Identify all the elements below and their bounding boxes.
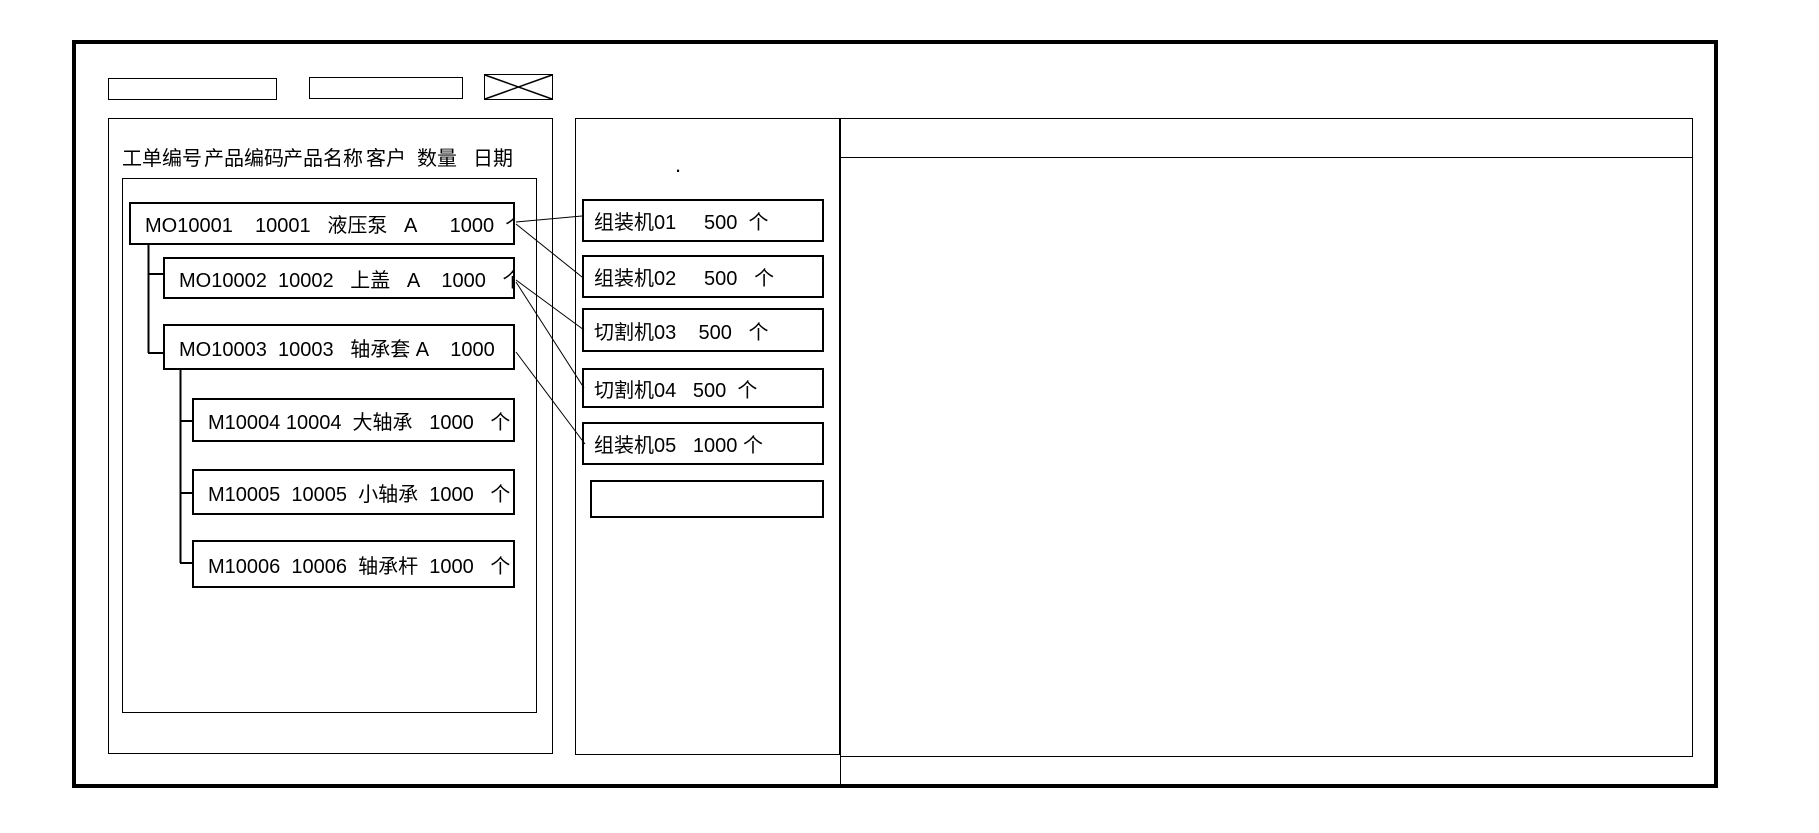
- detail-panel: [840, 118, 1693, 757]
- machine-row-04[interactable]: 切割机04 500 个: [582, 368, 824, 408]
- machine-row-03[interactable]: 切割机03 500 个: [582, 308, 824, 352]
- work-order-row-M10006[interactable]: M10006 10006 轴承杆 1000 个: [192, 540, 515, 588]
- work-order-row-M10004[interactable]: M10004 10004 大轴承 1000 个: [192, 398, 515, 442]
- machine-row-05[interactable]: 组装机05 1000 个: [582, 422, 824, 465]
- work-order-row-MO10002[interactable]: MO10002 10002 上盖 A 1000 个: [163, 257, 515, 299]
- column-header-qty: 数量: [417, 148, 457, 170]
- machine-row-01[interactable]: 组装机01 500 个: [582, 199, 824, 242]
- panel-divider-extension: [840, 757, 841, 788]
- work-order-row-MO10003[interactable]: MO10003 10003 轴承套 A 1000 个: [163, 324, 515, 370]
- column-header-product-code: 产品编码: [204, 148, 284, 170]
- detail-panel-header-rule: [841, 157, 1692, 158]
- machine-row-02[interactable]: 组装机02 500 个: [582, 255, 824, 298]
- toolbar-input-2[interactable]: [309, 77, 463, 99]
- machine-row-empty[interactable]: [590, 480, 824, 518]
- column-header-order-no: 工单编号: [122, 148, 202, 170]
- stray-dot: .: [675, 152, 682, 177]
- work-order-row-MO10001[interactable]: MO10001 10001 液压泵 A 1000 个: [129, 202, 515, 245]
- toolbar-input-1[interactable]: [108, 78, 277, 100]
- column-header-customer: 客户: [366, 148, 406, 170]
- work-order-row-M10005[interactable]: M10005 10005 小轴承 1000 个: [192, 469, 515, 515]
- column-header-date: 日期: [473, 148, 513, 170]
- column-header-product-name: 产品名称: [283, 148, 363, 170]
- crossed-box-icon[interactable]: [484, 74, 553, 100]
